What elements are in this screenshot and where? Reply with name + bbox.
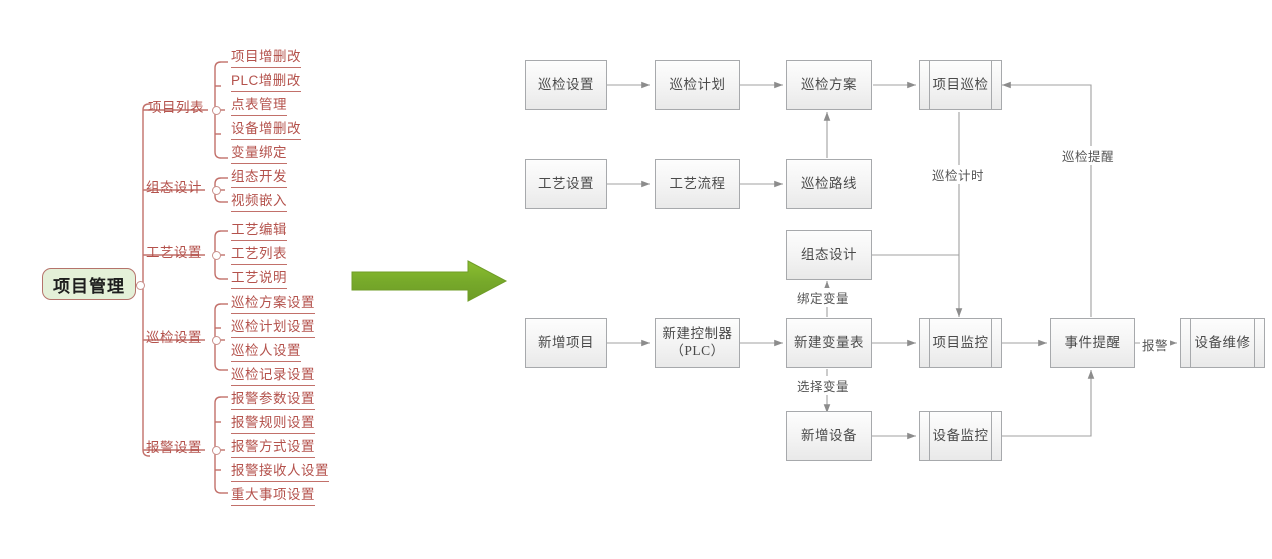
mindmap-root-bullet[interactable]	[136, 281, 145, 290]
mindmap-branch-bullet-inspection-settings[interactable]	[212, 336, 221, 345]
mindmap-leaf[interactable]: 报警接收人设置	[231, 459, 329, 482]
flow-node-new-project[interactable]: 新增项目	[525, 318, 607, 368]
mindmap-leaf[interactable]: 视频嵌入	[231, 189, 287, 212]
flow-node-inspection-scheme[interactable]: 巡检方案	[786, 60, 872, 110]
mindmap-leaf[interactable]: 巡检计划设置	[231, 315, 315, 338]
mindmap-leaf[interactable]: 设备增删改	[231, 117, 301, 140]
flow-node-project-inspection[interactable]: 项目巡检	[919, 60, 1002, 110]
flow-node-process-flow[interactable]: 工艺流程	[655, 159, 740, 209]
flow-node-new-device[interactable]: 新增设备	[786, 411, 872, 461]
mindmap-leaf[interactable]: 工艺说明	[231, 266, 287, 289]
flow-node-new-variable-table[interactable]: 新建变量表	[786, 318, 872, 368]
flow-node-inspection-setup[interactable]: 巡检设置	[525, 60, 607, 110]
mindmap-leaf[interactable]: 工艺列表	[231, 242, 287, 265]
mindmap-branch-hmi-design[interactable]: 组态设计	[146, 180, 202, 195]
mindmap-leaf[interactable]: 巡检人设置	[231, 339, 301, 362]
flow-node-new-controller-plc[interactable]: 新建控制器 （PLC）	[655, 318, 740, 368]
flow-node-inspection-plan[interactable]: 巡检计划	[655, 60, 740, 110]
mindmap-leaf[interactable]: 变量绑定	[231, 141, 287, 164]
flow-edge-label-inspection-timing: 巡检计时	[930, 165, 987, 184]
flow-node-process-setup[interactable]: 工艺设置	[525, 159, 607, 209]
mindmap-leaf[interactable]: 报警方式设置	[231, 435, 315, 458]
mindmap-branch-bullet-project-list[interactable]	[212, 106, 221, 115]
flow-node-hmi-design[interactable]: 组态设计	[786, 230, 872, 280]
mindmap-leaf[interactable]: PLC增删改	[231, 69, 301, 92]
mindmap-leaf[interactable]: 点表管理	[231, 93, 287, 116]
mindmap-branch-project-list[interactable]: 项目列表	[148, 100, 204, 115]
mindmap-leaf[interactable]: 巡检记录设置	[231, 363, 315, 386]
mindmap-branch-bullet-alarm-settings[interactable]	[212, 446, 221, 455]
mindmap-branch-alarm-settings[interactable]: 报警设置	[146, 440, 202, 455]
mindmap-leaf[interactable]: 项目增删改	[231, 45, 301, 68]
flow-node-equipment-maintenance[interactable]: 设备维修	[1180, 318, 1265, 368]
mindmap-leaf[interactable]: 报警规则设置	[231, 411, 315, 434]
flow-node-inspection-route[interactable]: 巡检路线	[786, 159, 872, 209]
flow-edge-label-alarm: 报警	[1140, 335, 1171, 354]
mindmap-root-node[interactable]: 项目管理	[42, 268, 136, 300]
mindmap-branch-process-settings[interactable]: 工艺设置	[146, 245, 202, 260]
flow-node-event-reminder[interactable]: 事件提醒	[1050, 318, 1135, 368]
mindmap-leaf[interactable]: 重大事项设置	[231, 483, 315, 506]
mindmap-branch-bullet-process-settings[interactable]	[212, 251, 221, 260]
flow-edge-label-bind-variable: 绑定变量	[795, 288, 852, 307]
mindmap-branch-bullet-hmi-design[interactable]	[212, 186, 221, 195]
mindmap-leaf[interactable]: 巡检方案设置	[231, 291, 315, 314]
mindmap-branch-inspection-settings[interactable]: 巡检设置	[146, 330, 202, 345]
flow-edge-label-inspection-reminder: 巡检提醒	[1060, 146, 1117, 165]
flow-node-device-monitoring[interactable]: 设备监控	[919, 411, 1002, 461]
flow-node-project-monitoring[interactable]: 项目监控	[919, 318, 1002, 368]
mindmap-leaf[interactable]: 组态开发	[231, 165, 287, 188]
green-right-arrow-icon	[351, 260, 508, 302]
mindmap-root-label: 项目管理	[53, 276, 125, 296]
flow-edge-label-select-variable: 选择变量	[795, 376, 852, 395]
mindmap-leaf[interactable]: 工艺编辑	[231, 218, 287, 241]
mindmap-leaf[interactable]: 报警参数设置	[231, 387, 315, 410]
